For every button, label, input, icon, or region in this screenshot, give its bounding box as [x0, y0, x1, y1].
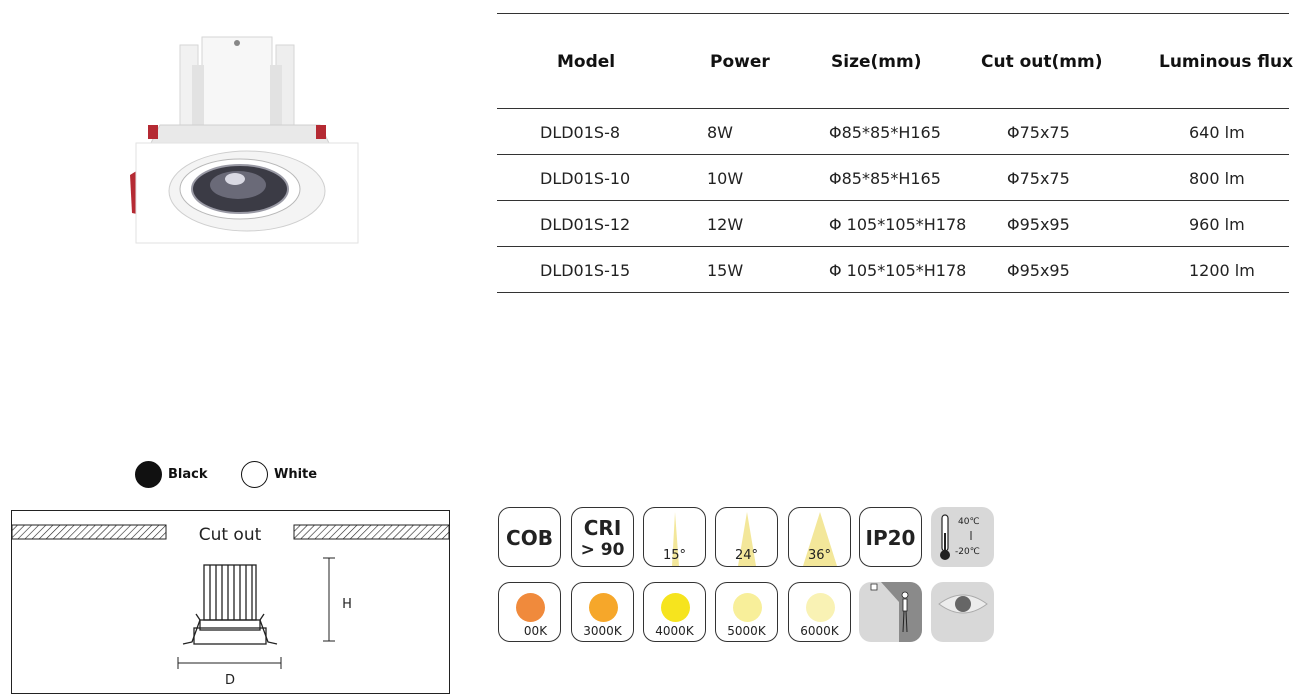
cell-power: 15W	[707, 261, 744, 280]
cri-value: > 90	[580, 540, 625, 560]
beam-36-label: 36°	[807, 548, 832, 563]
cell-size: Φ85*85*H165	[829, 169, 941, 188]
color-label-black: Black	[168, 467, 208, 482]
cct-3000k-swatch	[589, 593, 618, 622]
table-header-row: Model Power Size(mm) Cut out(mm) Luminou…	[497, 14, 1293, 108]
fixture-outline	[182, 564, 278, 645]
cell-power: 12W	[707, 215, 744, 234]
cct-00k-swatch	[516, 593, 545, 622]
white-swatch	[241, 461, 268, 488]
wall-washer-person-icon	[859, 582, 922, 642]
beam-24-label: 24°	[734, 548, 759, 563]
cct-00k-icon: 00K	[498, 582, 561, 642]
product-photo	[120, 25, 370, 255]
cell-power: 10W	[707, 169, 744, 188]
cct-4000k-label: 4000K	[655, 624, 694, 638]
beam-angle-24-icon: 24°	[715, 507, 778, 567]
cell-luminous-flux: 640 lm	[1189, 123, 1245, 142]
thermometer-icon: 40℃ -20℃	[931, 507, 994, 567]
table-row: DLD01S-12 12W Φ 105*105*H178 Φ95x95 960 …	[497, 201, 1289, 246]
cct-3000k-icon: 3000K	[571, 582, 634, 642]
cell-model: DLD01S-12	[540, 215, 631, 234]
table-rule	[497, 200, 1289, 201]
table-rule	[497, 154, 1289, 155]
cell-power: 8W	[707, 123, 733, 142]
cell-model: DLD01S-15	[540, 261, 631, 280]
table-row: DLD01S-8 8W Φ85*85*H165 Φ75x75 640 lm	[497, 109, 1289, 154]
cob-label: COB	[506, 526, 553, 550]
cct-6000k-label: 6000K	[800, 624, 839, 638]
cob-icon: COB	[498, 507, 561, 567]
table-row: DLD01S-15 15W Φ 105*105*H178 Φ95x95 1200…	[497, 247, 1289, 292]
beam-angle-36-icon: 36°	[788, 507, 851, 567]
cell-model: DLD01S-8	[540, 123, 621, 142]
cell-size: Φ85*85*H165	[829, 123, 941, 142]
table-bottom-rule	[497, 292, 1289, 293]
temp-low-label: -20℃	[955, 547, 980, 557]
cct-5000k-icon: 5000K	[715, 582, 778, 642]
cct-6000k-swatch	[806, 593, 835, 622]
table-row: DLD01S-10 10W Φ85*85*H165 Φ75x75 800 lm	[497, 155, 1289, 200]
cutout-diagram: Cut out H D	[11, 510, 451, 694]
cell-cutout: Φ95x95	[1007, 261, 1070, 280]
cutout-label: Cut out	[199, 525, 262, 545]
cri-icon: CRI > 90	[571, 507, 634, 567]
header-cutout: Cut out(mm)	[981, 52, 1103, 72]
header-model: Model	[557, 52, 616, 72]
header-luminous-flux: Luminous flux	[1159, 52, 1294, 72]
cri-label: CRI	[583, 516, 622, 540]
table-top-rule	[497, 13, 1289, 14]
cell-size: Φ 105*105*H178	[829, 261, 967, 280]
height-label: H	[342, 597, 352, 612]
spec-table: Model Power Size(mm) Cut out(mm) Luminou…	[497, 13, 1293, 293]
diameter-label: D	[225, 673, 235, 688]
cell-luminous-flux: 800 lm	[1189, 169, 1245, 188]
ip-label: IP20	[865, 526, 916, 550]
cell-luminous-flux: 1200 lm	[1189, 261, 1255, 280]
table-rule	[497, 246, 1289, 247]
cct-6000k-icon: 6000K	[788, 582, 851, 642]
color-option-white: White	[241, 461, 317, 488]
ip-rating-icon: IP20	[859, 507, 922, 567]
cct-4000k-swatch	[661, 593, 690, 622]
table-rule	[497, 108, 1289, 109]
cell-model: DLD01S-10	[540, 169, 631, 188]
cell-luminous-flux: 960 lm	[1189, 215, 1245, 234]
color-option-black: Black	[135, 461, 208, 488]
cct-4000k-icon: 4000K	[643, 582, 706, 642]
beam-15-label: 15°	[662, 548, 687, 563]
header-power: Power	[710, 52, 770, 72]
color-label-white: White	[274, 467, 318, 482]
header-size: Size(mm)	[831, 52, 922, 72]
cell-size: Φ 105*105*H178	[829, 215, 967, 234]
temp-high-label: 40℃	[958, 517, 980, 527]
beam-angle-15-icon: 15°	[643, 507, 706, 567]
cct-3000k-label: 3000K	[583, 624, 622, 638]
cell-cutout: Φ95x95	[1007, 215, 1070, 234]
cell-cutout: Φ75x75	[1007, 169, 1070, 188]
cct-5000k-label: 5000K	[727, 624, 766, 638]
black-swatch	[135, 461, 162, 488]
cct-5000k-swatch	[733, 593, 762, 622]
cct-00k-label: 00K	[523, 624, 548, 638]
cell-cutout: Φ75x75	[1007, 123, 1070, 142]
eye-icon	[931, 582, 994, 642]
